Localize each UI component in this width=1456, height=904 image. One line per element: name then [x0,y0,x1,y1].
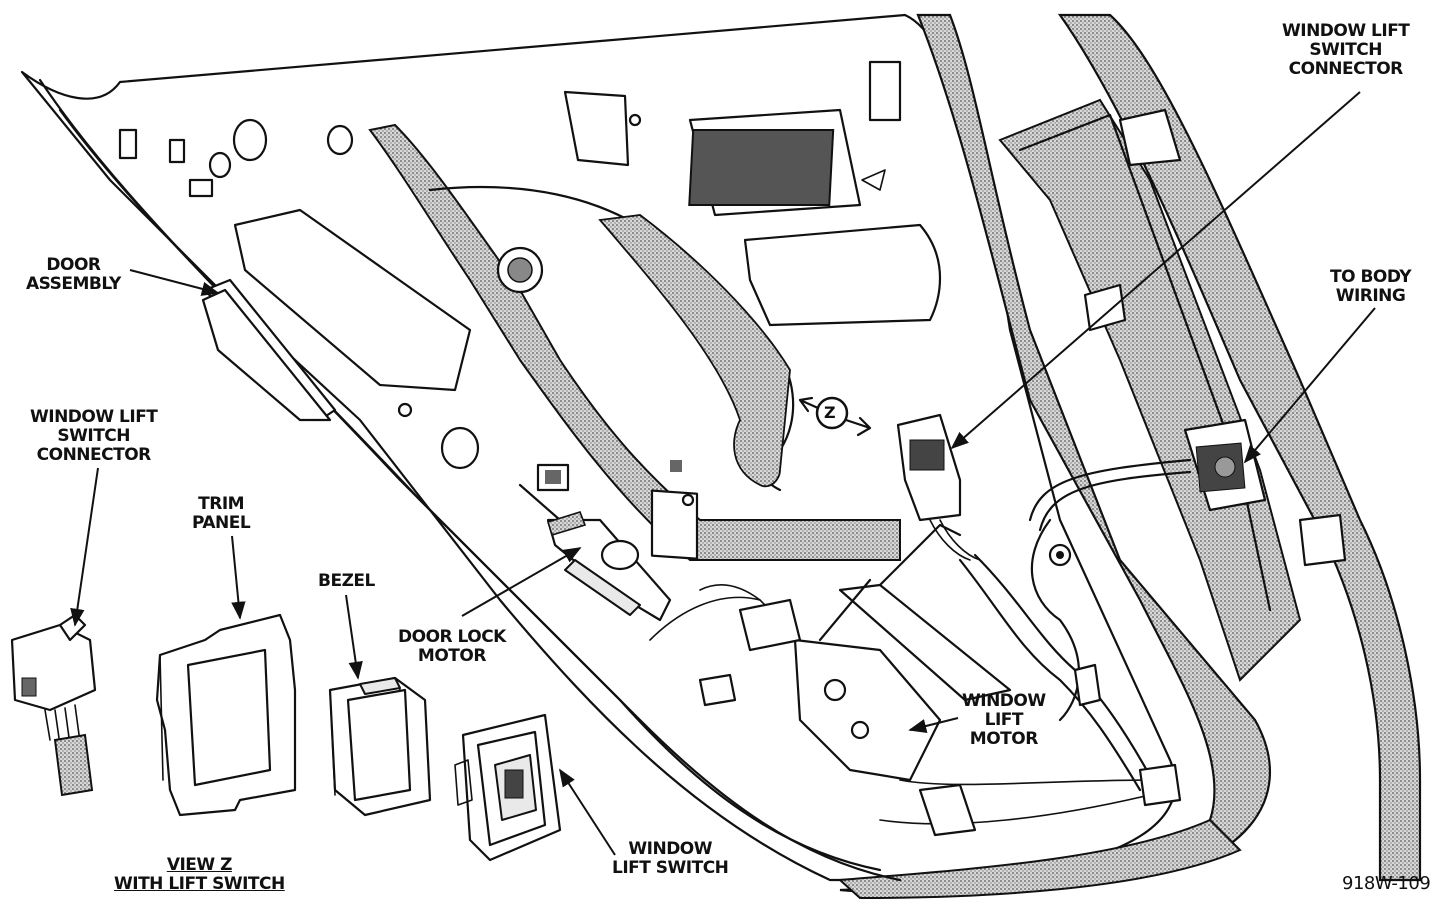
arrow-window-lift-motor [908,717,959,734]
loose-switch-connector [10,623,97,712]
label-window-lift-motor: WINDOW LIFT MOTOR [962,691,1046,749]
arrow-bezel [345,594,363,680]
label-trim-panel: TRIM PANEL [192,494,251,533]
glass-run-channel [1057,13,1422,882]
arrow-to-body-wiring [1243,307,1376,464]
label-view-z: VIEW Z WITH LIFT SWITCH [114,855,285,894]
arrow-window-lift-switch-connector-left [70,467,99,627]
connector-wire-loom [53,733,94,797]
figure-reference: 918W-109 [1342,873,1431,894]
window-lift-motor-body [793,638,942,782]
arrow-door-assembly [129,269,220,296]
panel-cutout-left [233,208,472,392]
label-bezel: BEZEL [318,571,375,591]
label-door-assembly: DOOR ASSEMBLY [26,255,121,294]
arrow-trim-panel [231,535,246,620]
arrow-window-lift-switch-connector-top [950,91,1361,450]
view-z-marker [815,396,849,430]
wiring-harness [958,558,1142,792]
lock-latch-slot [564,559,641,616]
arrow-window-lift-switch [559,768,616,856]
label-window-lift-switch-connector-top: WINDOW LIFT SWITCH CONNECTOR [1282,21,1410,79]
label-window-lift-switch: WINDOW LIFT SWITCH [612,839,729,878]
label-door-lock-motor: DOOR LOCK MOTOR [398,627,506,666]
door-lock-rod [518,483,562,522]
label-to-body-wiring: TO BODY WIRING [1330,267,1412,306]
view-z-marker-letter: Z [824,403,836,422]
lower-door-trim [837,818,1242,900]
arrow-door-lock-motor [461,547,582,617]
door-lock-motor-body [546,518,672,622]
label-window-lift-switch-connector-left: WINDOW LIFT SWITCH CONNECTOR [30,407,158,465]
